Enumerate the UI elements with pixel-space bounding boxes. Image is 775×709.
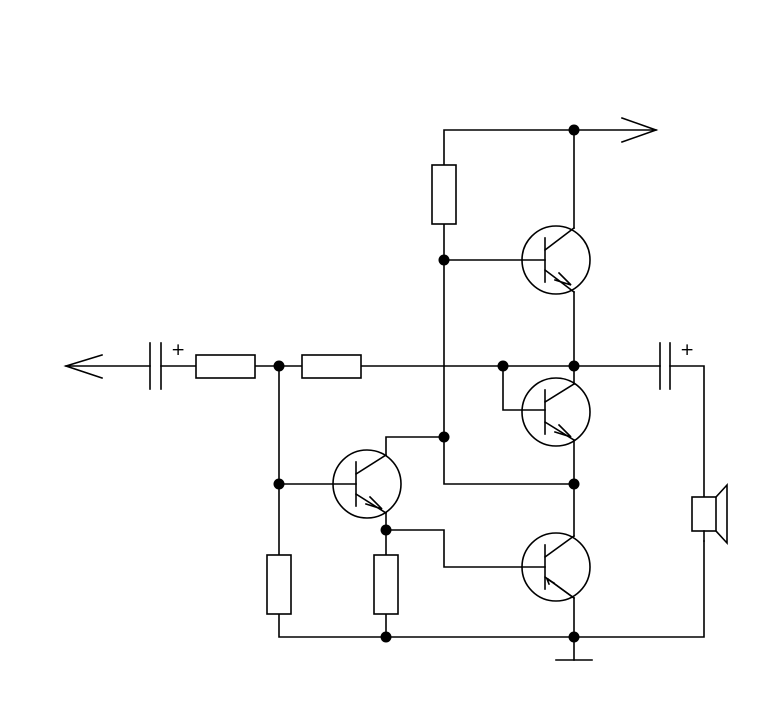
resistor-feedback	[301, 354, 362, 379]
wires	[65, 129, 705, 661]
capacitor-input-polarity: +	[171, 340, 185, 360]
resistor-collector-load	[431, 164, 457, 225]
resistor-base-to-ground	[266, 554, 292, 615]
capacitor-output-polarity: +	[680, 340, 694, 360]
transistor-q4-npn	[332, 449, 402, 519]
arrow-right-icon	[620, 116, 659, 144]
arrow-left-icon	[63, 354, 104, 380]
speaker-icon	[691, 496, 717, 532]
transistor-q3-pnp	[521, 532, 591, 602]
supply-terminal	[620, 116, 659, 144]
capacitor-output: +	[659, 340, 694, 390]
input-terminal	[63, 354, 104, 380]
junction-nodes	[273, 124, 580, 643]
capacitor-input: +	[149, 340, 185, 390]
transistor-q1-npn	[521, 225, 591, 295]
loudspeaker	[691, 482, 728, 546]
resistor-input-series	[195, 354, 256, 379]
transistor-q2-npn	[521, 377, 591, 447]
resistor-emitter	[373, 554, 399, 615]
